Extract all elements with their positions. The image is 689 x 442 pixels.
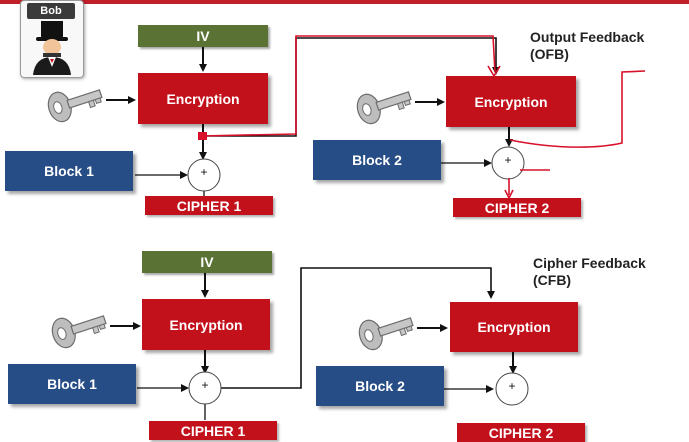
cfb-xor2-circle (495, 372, 529, 406)
key-icon (47, 89, 103, 123)
cfb-encryption-box-1: Encryption (142, 299, 270, 350)
cfb-block-2: Block 2 (316, 366, 444, 406)
ofb-cipher-2: CIPHER 2 (453, 198, 581, 217)
key-icon (51, 315, 107, 349)
presenter-name: Bob (27, 3, 75, 19)
ofb-block-1: Block 1 (5, 151, 133, 191)
ofb-xor1-symbol: + (200, 165, 208, 179)
top-accent-bar (0, 0, 689, 4)
ofb-cipher-1: CIPHER 1 (145, 196, 273, 215)
cfb-xor2-symbol: + (508, 379, 516, 393)
ofb-block-2: Block 2 (313, 140, 441, 180)
cfb-title: Cipher Feedback (533, 255, 646, 271)
cfb-iv-box: IV (142, 251, 272, 273)
cfb-xor1-symbol: + (201, 378, 209, 392)
ofb-xor1-circle (187, 158, 221, 192)
ofb-xor2-circle (491, 146, 525, 180)
ofb-encryption-box-1: Encryption (138, 73, 268, 124)
cfb-cipher-2: CIPHER 2 (457, 423, 585, 442)
cfb-xor1-circle (188, 371, 222, 405)
top-hat-avatar-icon (33, 21, 71, 75)
key-icon (358, 317, 414, 351)
cfb-encryption-box-2: Encryption (450, 302, 578, 352)
ofb-xor2-symbol: + (504, 153, 512, 167)
presenter-card: Bob (20, 0, 84, 78)
diagram-connectors (106, 35, 646, 420)
ofb-encryption-box-2: Encryption (446, 76, 576, 127)
ofb-iv-box: IV (138, 25, 268, 47)
ofb-title: Output Feedback (530, 29, 645, 45)
cfb-abbr: (CFB) (533, 272, 572, 288)
cfb-cipher-1: CIPHER 1 (149, 421, 277, 440)
cfb-block-1: Block 1 (8, 364, 136, 404)
cfb-feedback-line (221, 267, 495, 389)
key-icon (356, 91, 412, 125)
red-annotations (198, 35, 646, 200)
ofb-abbr: (OFB) (530, 46, 569, 62)
